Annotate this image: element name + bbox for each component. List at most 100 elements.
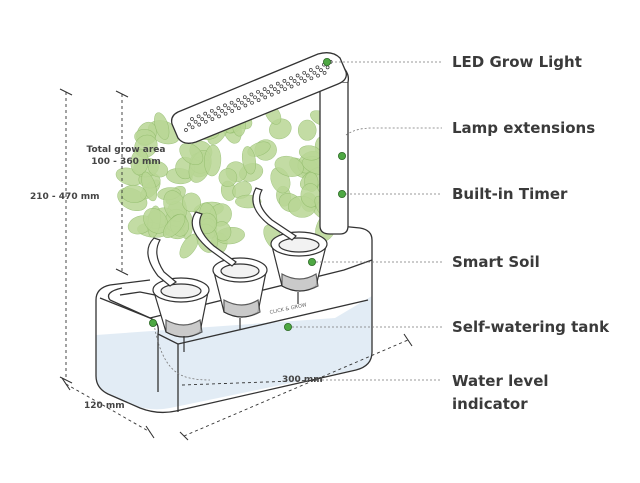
led-hole bbox=[282, 79, 287, 83]
height-dimension: 210 - 470 mm bbox=[30, 192, 100, 202]
leaf bbox=[130, 148, 149, 176]
led-hole bbox=[230, 109, 235, 113]
leaf bbox=[297, 119, 317, 141]
led-hole bbox=[203, 119, 208, 124]
led-hole bbox=[309, 76, 314, 81]
callout-dot-tank bbox=[283, 322, 292, 331]
led-hole bbox=[322, 71, 327, 75]
led-hole bbox=[295, 73, 300, 78]
led-hole bbox=[236, 98, 241, 102]
led-hole bbox=[250, 100, 254, 105]
led-hole bbox=[203, 111, 208, 116]
led-hole bbox=[206, 114, 211, 119]
led-holes bbox=[184, 60, 333, 132]
callout-smart-soil: Smart Soil bbox=[452, 253, 540, 271]
callout-lamp-extensions: Lamp extensions bbox=[452, 119, 596, 137]
led-hole bbox=[302, 79, 307, 83]
led-hole bbox=[286, 81, 290, 86]
led-hole bbox=[246, 98, 251, 102]
length-dimension: 300 mm bbox=[282, 375, 323, 385]
led-hole bbox=[217, 114, 221, 119]
leaf bbox=[241, 146, 257, 175]
led-hole bbox=[292, 79, 297, 83]
led-hole bbox=[302, 70, 307, 75]
water-tank bbox=[95, 225, 373, 414]
leaf bbox=[162, 213, 186, 239]
led-hole bbox=[187, 122, 191, 127]
led-hole bbox=[216, 106, 221, 110]
led-hole bbox=[272, 87, 277, 91]
led-hole bbox=[283, 87, 287, 92]
leaf bbox=[274, 155, 304, 177]
callout-built-in-timer: Built-in Timer bbox=[452, 185, 568, 203]
callout-led-grow-light: LED Grow Light bbox=[452, 53, 582, 71]
callout-dot-water-indicator bbox=[148, 318, 157, 327]
callout-water-level: Water level bbox=[452, 372, 549, 390]
led-hole bbox=[243, 103, 248, 108]
led-hole bbox=[256, 89, 260, 94]
led-hole bbox=[269, 92, 274, 97]
led-hole bbox=[276, 90, 281, 94]
led-hole bbox=[279, 84, 284, 89]
led-hole bbox=[239, 100, 244, 105]
leaf bbox=[121, 184, 147, 203]
leaf bbox=[179, 142, 204, 166]
callout-dot-led bbox=[322, 58, 331, 67]
grow-area-title: Total grow area bbox=[86, 145, 166, 155]
dimension-ticks bbox=[59, 88, 413, 441]
led-hole bbox=[242, 95, 247, 100]
led-hole bbox=[249, 92, 254, 97]
led-hole bbox=[305, 73, 310, 78]
led-hole bbox=[229, 100, 234, 105]
led-hole bbox=[299, 76, 304, 81]
leaf bbox=[148, 161, 169, 178]
leaf bbox=[154, 112, 170, 140]
led-hole bbox=[263, 95, 268, 100]
led-hole bbox=[296, 81, 301, 86]
led-hole bbox=[253, 95, 257, 100]
led-hole bbox=[308, 68, 313, 72]
grow-area-value: 100 - 360 mm bbox=[91, 157, 161, 167]
water-area bbox=[96, 296, 372, 410]
led-hole bbox=[184, 128, 188, 132]
led-hole bbox=[196, 114, 201, 119]
led-hole bbox=[289, 84, 294, 89]
callout-dots bbox=[148, 58, 346, 331]
led-hole bbox=[233, 103, 238, 108]
led-hole bbox=[262, 87, 267, 91]
led-hole bbox=[325, 65, 330, 70]
led-hole bbox=[200, 117, 205, 121]
callout-self-watering-tank: Self-watering tank bbox=[452, 318, 610, 336]
product-logo: CLICK & GROW bbox=[269, 302, 307, 316]
led-hole bbox=[213, 111, 218, 116]
led-grow-light bbox=[170, 52, 347, 144]
led-hole bbox=[193, 119, 198, 124]
led-hole bbox=[209, 108, 214, 113]
led-hole bbox=[315, 65, 320, 70]
leaf bbox=[204, 144, 222, 177]
led-hole bbox=[236, 106, 241, 111]
led-hole bbox=[226, 106, 231, 111]
pod-sleeves bbox=[147, 187, 297, 287]
callout-water-level-indicator: indicator bbox=[452, 395, 528, 413]
led-hole bbox=[269, 84, 274, 89]
led-hole bbox=[197, 122, 202, 127]
led-hole bbox=[220, 109, 224, 113]
led-hole bbox=[256, 98, 261, 102]
leaf bbox=[218, 168, 238, 187]
led-hole bbox=[289, 76, 293, 81]
led-hole bbox=[223, 111, 228, 116]
dimension-lines bbox=[65, 92, 409, 437]
leaf bbox=[182, 192, 201, 213]
callout-leaders bbox=[153, 61, 442, 381]
led-hole bbox=[190, 125, 195, 130]
callout-dot-extensions bbox=[337, 151, 346, 160]
depth-dimension: 120 mm bbox=[84, 401, 125, 411]
led-hole bbox=[316, 73, 320, 78]
led-hole bbox=[223, 103, 227, 108]
led-hole bbox=[190, 117, 194, 121]
led-hole bbox=[210, 117, 215, 121]
callout-dot-timer bbox=[337, 189, 346, 198]
